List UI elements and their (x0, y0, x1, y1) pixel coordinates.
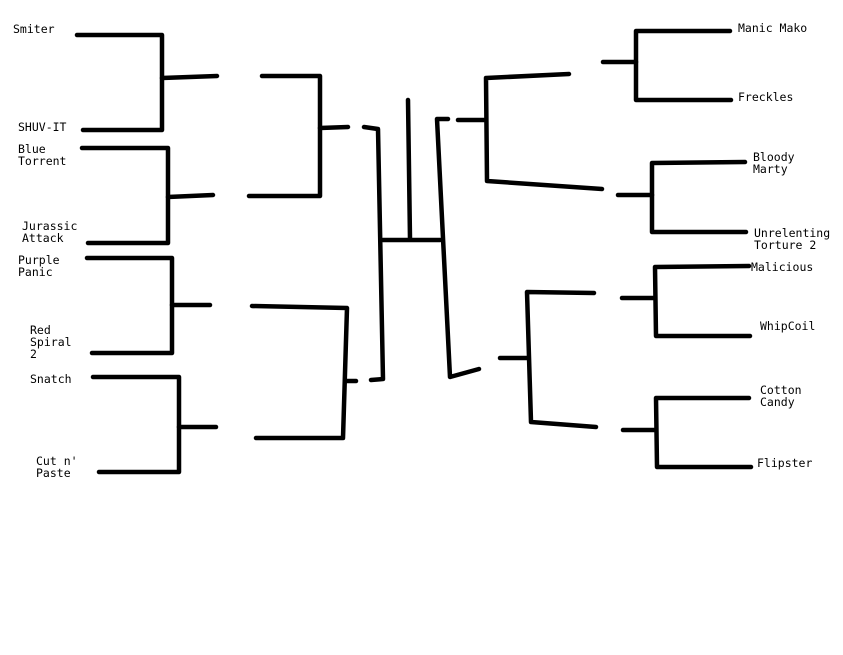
left-round-2 (246, 73, 359, 441)
bracket-line (524, 289, 599, 430)
team-label-cut-n-paste: Cut n' Paste (36, 454, 78, 480)
bracket-line (79, 145, 171, 246)
bracket-line (74, 32, 165, 133)
bracket-line (653, 395, 754, 470)
team-label-flipster: Flipster (757, 456, 813, 470)
bracket-line (165, 192, 216, 200)
team-label-purple-panic: Purple Panic (18, 253, 60, 279)
team-label-snatch: Snatch (30, 372, 72, 386)
team-label-cotton-candy: Cotton Candy (760, 383, 802, 409)
bracket-line (159, 73, 220, 81)
team-label-whipcoil: WhipCoil (760, 319, 816, 333)
bracket-line (483, 71, 605, 192)
bracket-line (84, 255, 175, 356)
team-label-smiter: Smiter (13, 22, 55, 36)
bracket-line (317, 124, 351, 131)
team-label-red-spiral-2: Red Spiral 2 (30, 323, 72, 361)
bracket-line (649, 159, 749, 235)
team-label-freckles: Freckles (738, 90, 794, 104)
bracket-line (633, 28, 734, 103)
team-label-blue-torrent: Blue Torrent (18, 142, 67, 168)
team-label-shuv-it: SHUV-IT (18, 120, 67, 134)
bracket-line (249, 303, 350, 441)
left-round-1 (74, 32, 220, 475)
right-round-2 (483, 71, 605, 430)
bracket-line (405, 97, 413, 242)
bracket-line (652, 263, 753, 339)
bracket-line (246, 73, 323, 199)
bracket-line (434, 116, 482, 380)
bracket-line (90, 374, 182, 475)
team-label-unrelenting-torture-2: Unrelenting Torture 2 (754, 226, 831, 252)
bracket-line (361, 124, 386, 383)
center-final (361, 97, 487, 383)
team-label-jurassic-attack: Jurassic Attack (22, 219, 78, 245)
team-label-malicious: Malicious (751, 260, 814, 274)
right-round-1 (600, 28, 754, 470)
team-label-manic-mako: Manic Mako (738, 21, 808, 35)
team-label-bloody-marty: Bloody Marty (753, 150, 795, 176)
